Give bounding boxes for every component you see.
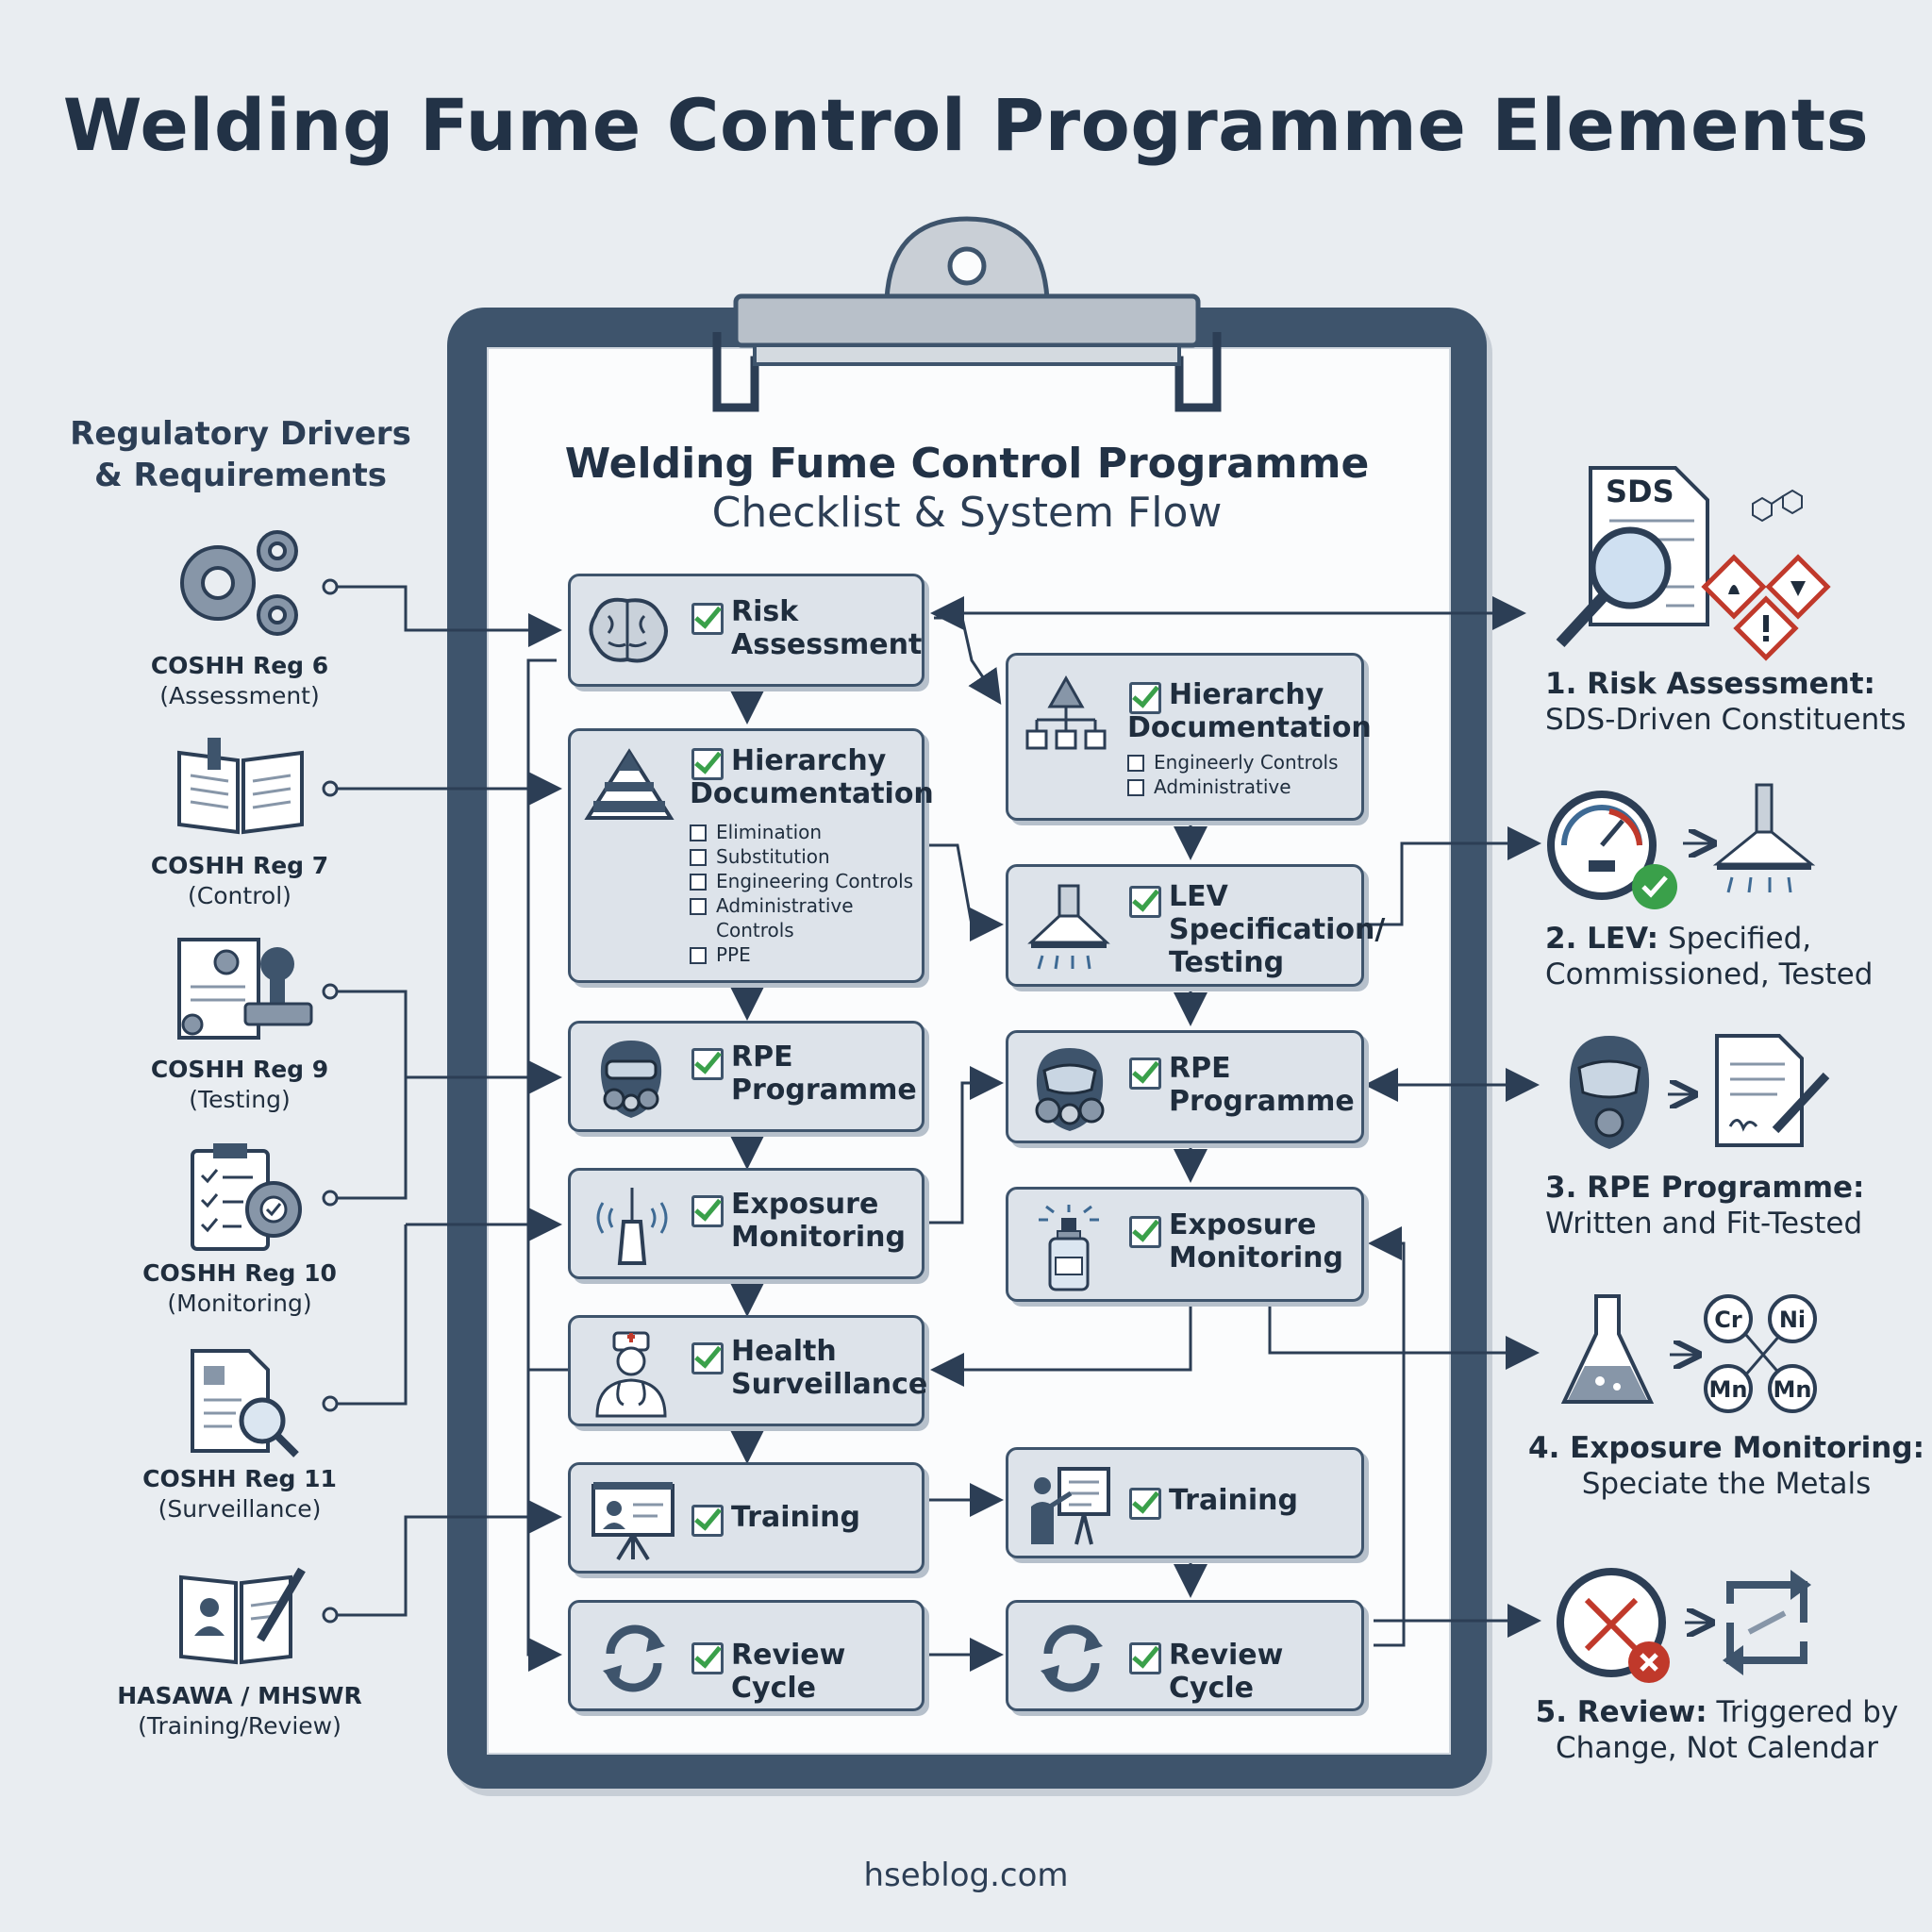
regulation-coshh-11: COSHH Reg 11(Surveillance) <box>142 1465 337 1523</box>
pyramid-icon <box>584 748 675 820</box>
certificate-stamp-icon <box>177 938 313 1040</box>
regulation-coshh-7: COSHH Reg 7(Control) <box>150 852 329 909</box>
right-hierarchy-documentation-box[interactable]: Hierarchy Documentation Engineerly Contr… <box>1006 653 1372 821</box>
checkbox-checked[interactable] <box>1129 1216 1161 1248</box>
outcome-review: 5. Review: Triggered by Change, Not Cale… <box>1535 1695 1899 1765</box>
checkbox-checked[interactable] <box>1129 1058 1161 1090</box>
box-label: Hierarchy Documentation <box>690 744 934 810</box>
right-lev-specification-box[interactable]: LEV Specification/ Testing <box>1006 864 1386 987</box>
regulation-coshh-10: COSHH Reg 10(Monitoring) <box>142 1259 337 1317</box>
right-review-cycle-box[interactable]: Review Cycle <box>1006 1600 1364 1711</box>
presentation-icon <box>591 1482 675 1561</box>
checklist-item[interactable]: Substitution <box>690 844 925 869</box>
checkbox-checked[interactable] <box>691 1048 724 1080</box>
element-ni: Ni <box>1779 1307 1806 1333</box>
outcome-exposure-monitoring: 4. Exposure Monitoring:Speciate the Meta… <box>1528 1431 1924 1501</box>
box-label: Review Cycle <box>1169 1639 1284 1705</box>
sensor-icon <box>596 1188 668 1265</box>
element-mn: Mn <box>1709 1376 1748 1403</box>
respirator-icon <box>600 1041 662 1118</box>
open-book-icon <box>177 738 304 835</box>
box-label: RPE Programme <box>1169 1052 1355 1118</box>
checklist-item-continued: Controls <box>716 919 794 941</box>
hierarchy-checklist: Engineerly Controls Administrative <box>1127 750 1363 799</box>
box-label: Risk Assessment <box>731 595 923 661</box>
box-label: RPE Programme <box>731 1041 917 1107</box>
checkbox-checked[interactable] <box>691 1342 724 1374</box>
regulatory-heading: Regulatory Drivers & Requirements <box>70 415 411 494</box>
sds-magnifier-icon: SDS <box>1556 466 1831 661</box>
left-health-surveillance-box[interactable]: Health Surveillance <box>568 1315 928 1426</box>
left-hierarchy-documentation-box[interactable]: Hierarchy Documentation Elimination Subs… <box>568 728 934 983</box>
card-subtitle: Checklist & System Flow <box>711 489 1223 537</box>
respirator-icon <box>1035 1048 1105 1131</box>
checklist-item[interactable]: Administrative <box>690 893 925 918</box>
page-title: Welding Fume Control Programme Elements <box>62 83 1870 167</box>
element-mn: Mn <box>1774 1376 1812 1403</box>
checkbox-checked[interactable] <box>1129 1488 1161 1520</box>
footer-site: hseblog.com <box>863 1857 1069 1894</box>
checklist-item[interactable]: Administrative <box>1127 774 1363 799</box>
checkbox-checked[interactable] <box>1129 886 1161 918</box>
checkbox-checked[interactable] <box>1129 682 1161 714</box>
extraction-hood-icon <box>1027 884 1110 970</box>
checkbox-checked[interactable] <box>691 748 724 780</box>
cycle-icon <box>603 1624 665 1692</box>
box-label: Review Cycle <box>731 1639 846 1705</box>
checkbox-checked[interactable] <box>691 603 724 635</box>
box-label: Exposure Monitoring <box>731 1188 906 1254</box>
org-chart-icon <box>1025 675 1107 750</box>
box-label: Training <box>1169 1484 1298 1517</box>
regulation-coshh-9: COSHH Reg 9(Testing) <box>150 1056 329 1113</box>
regulation-coshh-6: COSHH Reg 6(Assessment) <box>150 652 329 709</box>
left-rpe-programme-box[interactable]: RPE Programme <box>568 1021 924 1132</box>
left-training-box[interactable]: Training <box>568 1462 924 1574</box>
box-label: Hierarchy Documentation <box>1127 678 1372 744</box>
left-exposure-monitoring-box[interactable]: Exposure Monitoring <box>568 1168 924 1279</box>
gauge-hood-icon <box>1547 783 1816 909</box>
checkbox-checked[interactable] <box>691 1642 724 1674</box>
checklist-item[interactable]: Engineering Controls <box>690 869 925 893</box>
clipboard-clip-icon <box>712 216 1222 412</box>
right-training-box[interactable]: Training <box>1006 1447 1364 1558</box>
book-pen-icon <box>179 1567 306 1665</box>
document-magnifier-icon <box>191 1349 299 1457</box>
right-rpe-programme-box[interactable]: RPE Programme <box>1006 1030 1364 1143</box>
flask-metals-icon: Cr Ni Mn Mn <box>1560 1294 1817 1413</box>
outcome-risk-assessment: 1. Risk Assessment:SDS-Driven Constituen… <box>1545 667 1907 737</box>
cycle-icon <box>1041 1624 1103 1692</box>
sds-badge: SDS <box>1606 474 1674 509</box>
regulation-hasawa-mhswr: HASAWA / MHSWR(Training/Review) <box>117 1682 362 1740</box>
left-review-cycle-box[interactable]: Review Cycle <box>568 1600 924 1711</box>
card-title: Welding Fume Control Programme <box>564 440 1370 488</box>
brain-icon <box>589 597 668 663</box>
checkbox-checked[interactable] <box>1129 1642 1161 1674</box>
box-label: Training <box>731 1501 860 1534</box>
mask-document-icon <box>1569 1034 1830 1149</box>
right-exposure-monitoring-box[interactable]: Exposure Monitoring <box>1006 1187 1364 1302</box>
box-label: Exposure Monitoring <box>1169 1208 1343 1274</box>
checklist-item[interactable]: Engineerly Controls <box>1127 750 1363 774</box>
outcome-lev: 2. LEV: Specified, Commissioned, Tested <box>1545 922 1874 991</box>
checkbox-checked[interactable] <box>691 1505 724 1537</box>
checkbox-checked[interactable] <box>691 1195 724 1227</box>
checklist-item[interactable]: Elimination <box>690 820 925 844</box>
hierarchy-checklist: Elimination Substitution Engineering Con… <box>690 820 925 967</box>
box-label: LEV Specification/ Testing <box>1169 880 1386 979</box>
doctor-icon <box>595 1331 667 1418</box>
trainer-icon <box>1031 1467 1110 1545</box>
element-cr: Cr <box>1714 1307 1742 1333</box>
clipboard-gear-icon <box>191 1143 302 1251</box>
sampler-icon <box>1039 1205 1099 1291</box>
gears-icon <box>180 530 298 636</box>
clock-swap-icon <box>1557 1568 1811 1683</box>
left-risk-assessment-box[interactable]: Risk Assessment <box>568 574 924 687</box>
box-label: Health Surveillance <box>731 1335 928 1401</box>
outcome-rpe: 3. RPE Programme:Written and Fit-Tested <box>1545 1171 1865 1241</box>
checklist-item[interactable]: PPE <box>690 942 925 967</box>
